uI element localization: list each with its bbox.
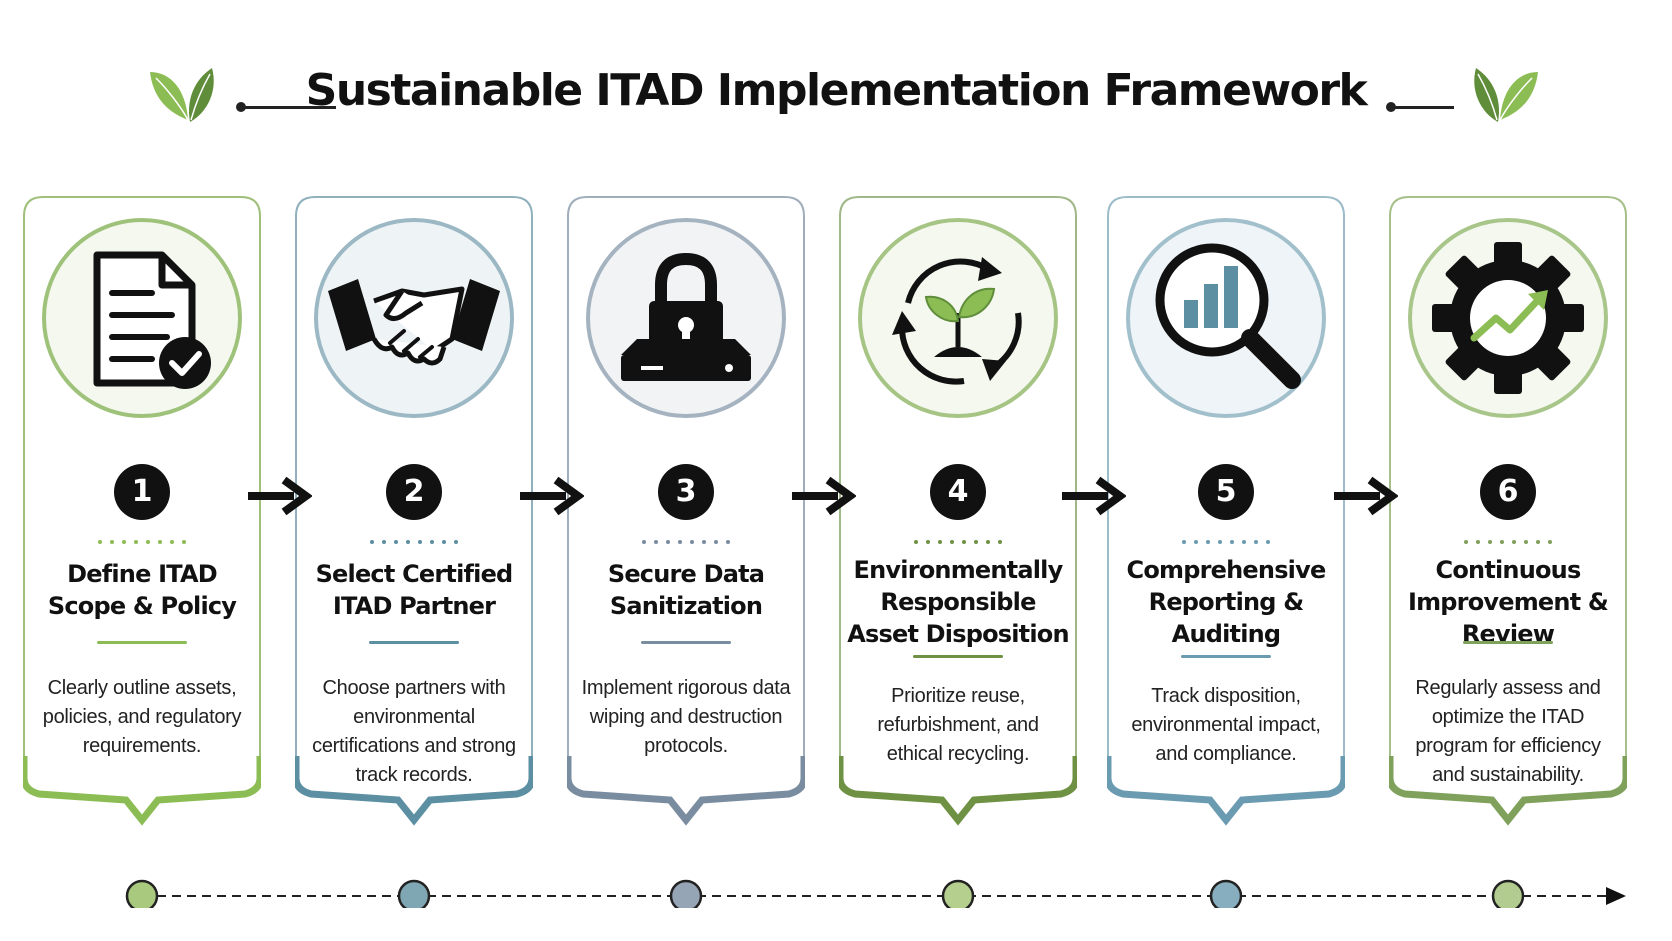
step-number: 2 (386, 464, 442, 520)
step-number: 3 (658, 464, 714, 520)
step-title: Secure Data Sanitization (607, 560, 765, 620)
step-title: Environmentally Responsible Asset Dispos… (847, 556, 1069, 648)
dot-divider (642, 540, 730, 544)
icon-circle (1126, 218, 1326, 418)
timeline-node (125, 879, 159, 908)
timeline-node (1491, 879, 1525, 908)
header: Sustainable ITAD Implementation Framewor… (0, 30, 1672, 122)
step-title: Comprehensive Reporting & Auditing (1126, 556, 1327, 648)
icon-circle (42, 218, 242, 418)
leaf-icon (150, 68, 214, 122)
step-number: 4 (930, 464, 986, 520)
leaf-icon (1474, 68, 1538, 122)
icon-circle (586, 218, 786, 418)
document-check-icon (93, 251, 211, 389)
step-number: 1 (114, 464, 170, 520)
title-rule (97, 641, 187, 644)
title-rule (369, 641, 459, 644)
step-description: Choose partners with environmental certi… (312, 677, 516, 786)
arrow-right-icon (1334, 476, 1398, 516)
title-rule (913, 655, 1003, 658)
title-rule (641, 641, 731, 644)
title-dot-left (236, 102, 246, 112)
arrow-right-icon (248, 476, 312, 516)
step-description: Clearly outline assets, policies, and re… (42, 677, 242, 757)
step-card-4: 4 Environmentally Responsible Asset Disp… (839, 196, 1077, 826)
timeline-node (1209, 879, 1243, 908)
title-rule (1181, 655, 1271, 658)
timeline-arrowhead (1606, 887, 1626, 905)
page-title: Sustainable ITAD Implementation Framewor… (305, 65, 1368, 116)
arrow-right-icon (792, 476, 856, 516)
title-rule (1463, 641, 1553, 644)
title-dot-right (1386, 102, 1396, 112)
step-card-5: 5 Comprehensive Reporting & Auditing Tra… (1107, 196, 1345, 826)
dot-divider (914, 540, 1002, 544)
step-card-3: 3 Secure Data Sanitization Implement rig… (567, 196, 805, 826)
dot-divider (370, 540, 458, 544)
recycle-sprout-icon (892, 257, 1022, 385)
step-card-1: 1 Define ITAD Scope & Policy Clearly out… (23, 196, 261, 826)
step-description: Prioritize reuse, refurbishment, and eth… (877, 685, 1039, 765)
step-number: 5 (1198, 464, 1254, 520)
arrow-right-icon (1062, 476, 1126, 516)
title-rule-right (1390, 106, 1454, 109)
magnifier-chart-icon (1155, 243, 1301, 389)
title-rule-left (240, 106, 336, 109)
step-number: 6 (1480, 464, 1536, 520)
step-title: Define ITAD Scope & Policy (47, 560, 237, 620)
step-card-6: 6 Continuous Improvement & Review Regula… (1389, 196, 1627, 826)
step-title: Select Certified ITAD Partner (315, 560, 514, 620)
icon-circle (858, 218, 1058, 418)
icon-circle (1408, 218, 1608, 418)
step-description: Track disposition, environmental impact,… (1131, 685, 1321, 765)
icon-circle (314, 218, 514, 418)
dot-divider (1182, 540, 1270, 544)
arrow-right-icon (520, 476, 584, 516)
step-title: Continuous Improvement & Review (1407, 556, 1609, 648)
timeline-node (669, 879, 703, 908)
dot-divider (98, 540, 186, 544)
gear-growth-icon (1432, 242, 1584, 394)
padlock-drive-icon (621, 252, 751, 381)
step-card-2: 2 Select Certified ITAD Partner Choose p… (295, 196, 533, 826)
timeline (125, 879, 1626, 908)
step-description: Implement rigorous data wiping and destr… (581, 677, 791, 757)
timeline-node (397, 879, 431, 908)
step-description: Regularly assess and optimize the ITAD p… (1415, 677, 1601, 786)
timeline-node (941, 879, 975, 908)
handshake-icon (328, 279, 500, 366)
dot-divider (1464, 540, 1552, 544)
